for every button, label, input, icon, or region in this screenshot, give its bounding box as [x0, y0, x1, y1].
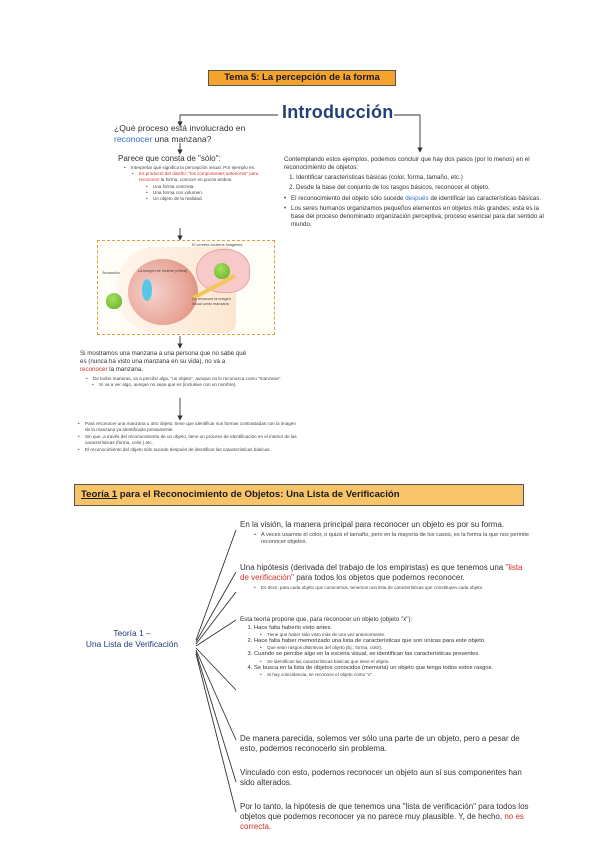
sub-item: Una forma con volumen.: [146, 190, 278, 196]
theory-p6-a: Por lo tanto, la hipótesis de que tenemo…: [240, 802, 529, 821]
theory-p6: Por lo tanto, la hipótesis de que tenemo…: [240, 802, 530, 832]
diagram-label-right: Se reconoce la imagen visual como manzan…: [192, 297, 231, 306]
mid-item: De todos maneras, va a percibir algo, "u…: [86, 376, 294, 382]
mid-line-2: es (nunca ha visto una manzana en su vid…: [80, 358, 226, 365]
theory-p4: De manera parecida, solemos ver sólo una…: [240, 734, 520, 753]
theory-p3: Esta teoría propone que, para reconocer …: [240, 616, 530, 678]
seems-item: Es producto del diseño: "los componentes…: [132, 171, 278, 183]
theory-heading-rest: para el Reconocimiento de Objetos: Una L…: [117, 489, 400, 500]
theory-p2-text: Una hipótesis (derivada del trabajo de l…: [240, 563, 530, 583]
intro-question: ¿Qué proceso está involucrado en reconoc…: [114, 123, 264, 145]
mid-line-3: reconocer la manzana.: [80, 366, 294, 374]
question-highlight: reconocer: [114, 134, 153, 144]
mid-block: Si mostramos una manzana a una persona q…: [80, 350, 294, 388]
theory-p3-sub-item: Tiene que haber sido visto más de una ve…: [260, 632, 530, 638]
seems-item-rest: la forma, conocer en pocos ambos.: [160, 177, 233, 182]
theory-p6-b: .: [268, 822, 272, 831]
right-bullet: El reconocimiento del objeto sólo sucede…: [284, 195, 550, 203]
eye-illustration: [128, 259, 198, 325]
question-line-2: reconocer una manzana?: [114, 134, 264, 145]
theory-p2-a: Una hipótesis (derivada del trabajo de l…: [240, 563, 506, 572]
theory-p3-sub-item: Si hay coincidencia, se reconoce el obje…: [260, 672, 530, 678]
right-bullet-highlight: después: [405, 195, 429, 202]
theory-p3-sub-item: Se identifican las características básic…: [260, 659, 530, 665]
apple-icon: [106, 293, 122, 309]
theory-p1-text: En la visión, la manera principal para r…: [240, 520, 505, 529]
eye-diagram: El cerebro contiene imágenes Sensación L…: [97, 240, 275, 335]
right-step: Desde la base del conjunto de los rasgos…: [296, 184, 550, 192]
seems-sublist: Una forma concreta. Una forma con volume…: [146, 184, 278, 202]
sub-item: Una forma concreta.: [146, 184, 278, 190]
seems-item: Interpretar qué significa la percepción …: [124, 165, 278, 171]
theory-p3-step-text: Hace falta haber memorizado una lista de…: [254, 638, 486, 645]
question-line-1: ¿Qué proceso está involucrado en: [114, 123, 246, 133]
theory-p3-step: Hace falta haber memorizado una lista de…: [254, 638, 530, 651]
mid-line-1: Si mostramos una manzana a una persona q…: [80, 350, 247, 357]
seems-list: Interpretar qué significa la percepción …: [124, 165, 278, 183]
right-bullet: Los seres humanos organizamos pequeños e…: [284, 205, 550, 229]
theory-concept-label: Teoría 1 – Una Lista de Verificación: [85, 628, 179, 649]
theory-p3-step: Cuando se percibe algo en la escena visu…: [254, 651, 530, 664]
mid-highlight: reconocer: [80, 366, 108, 373]
theory-p1: En la visión, la manera principal para r…: [240, 520, 530, 546]
theory-heading-underlined: Teoría 1: [81, 489, 118, 500]
right-bullet-text: de identificar las características básic…: [428, 195, 542, 202]
mid-rest: la manzana.: [107, 366, 143, 373]
mid-item: Sí va a ver algo, aunque no sepa qué es …: [92, 382, 294, 388]
theory-p6-highlight: no es correcta: [240, 812, 524, 831]
seems-item-highlight: Es producto del diseño: "los componentes…: [139, 171, 259, 182]
seems-heading: Parece que consta de "sólo":: [118, 154, 221, 163]
low-item: Para reconocer una manzana u otro objeto…: [78, 421, 300, 433]
theory-p3-sub: Tiene que haber sido visto más de una ve…: [260, 632, 530, 638]
theory-p3-step-text: Se busca en la lista de objetos conocido…: [254, 664, 494, 671]
question-rest: una manzana?: [152, 134, 212, 144]
theory-p5: Vinculado con esto, podemos reconocer un…: [240, 768, 522, 787]
right-column: Contemplando estos ejemplos, podemos con…: [284, 156, 550, 229]
theory-p3-sub: Que sean rasgos distintivos del objeto (…: [260, 645, 530, 651]
low-list: Para reconocer una manzana u otro objeto…: [78, 421, 300, 453]
low-item: Sin que, a través del reconocimiento de …: [78, 434, 300, 446]
right-bullets: El reconocimiento del objeto sólo sucede…: [284, 195, 550, 229]
theory-p3-steps: Hace falta haberlo visto antes. Tiene qu…: [254, 625, 530, 678]
diagram-label-top: El cerebro contiene imágenes: [192, 243, 243, 247]
right-intro: Contemplando estos ejemplos, podemos con…: [284, 156, 530, 171]
intro-heading: Introducción: [282, 102, 394, 122]
theory-p2-item: Es decir, para cada objeto que conocemos…: [254, 585, 530, 591]
theory-p2-b: para todos los objetos que podemos recon…: [293, 573, 465, 582]
theory-p1-list: A veces usamos el color, o quizá el tama…: [254, 532, 530, 546]
mid-list: De todos maneras, va a percibir algo, "u…: [86, 376, 294, 388]
right-bullet-text: El reconocimiento del objeto sólo sucede: [291, 195, 406, 202]
right-steps: Identificar características básicas (col…: [296, 174, 550, 192]
seems-block: Parece que consta de "sólo": Interpretar…: [118, 154, 278, 202]
lens-shape: [142, 279, 152, 301]
page-title: Tema 5: La percepción de la forma: [208, 70, 396, 86]
theory-p3-step: Se busca en la lista de objetos conocido…: [254, 665, 530, 678]
theory-p3-sub-item: Que sean rasgos distintivos del objeto (…: [260, 645, 530, 651]
theory-p3-sub: Se identifican las características básic…: [260, 659, 530, 665]
theory-p3-step-text: Hace falta haberlo visto antes.: [254, 625, 332, 631]
theory-p2: Una hipótesis (derivada del trabajo de l…: [240, 563, 530, 591]
theory-p3-step: Hace falta haberlo visto antes. Tiene qu…: [254, 625, 530, 638]
theory-p3-step-text: Cuando se percibe algo en la escena visu…: [254, 651, 480, 658]
apple-icon: [214, 263, 230, 279]
diagram-label-mid: La imagen se invierte (retina): [138, 269, 188, 273]
theory-section-header: Teoría 1 para el Reconocimiento de Objet…: [74, 484, 524, 506]
sub-item: Un objeto de la realidad.: [146, 196, 278, 202]
theory-p3-heading: Esta teoría propone que, para reconocer …: [240, 616, 413, 623]
theory-p2-list: Es decir, para cada objeto que conocemos…: [254, 585, 530, 591]
theory-p3-sub: Si hay coincidencia, se reconoce el obje…: [260, 672, 530, 678]
theory-p2-highlight: "lista de verificación": [240, 563, 523, 582]
diagram-label-left: Sensación: [102, 271, 120, 275]
low-item: El reconocimiento del objeto sólo sucede…: [78, 447, 300, 453]
right-step: Identificar características básicas (col…: [296, 174, 550, 182]
theory-p1-item: A veces usamos el color, o quizá el tama…: [254, 532, 530, 546]
